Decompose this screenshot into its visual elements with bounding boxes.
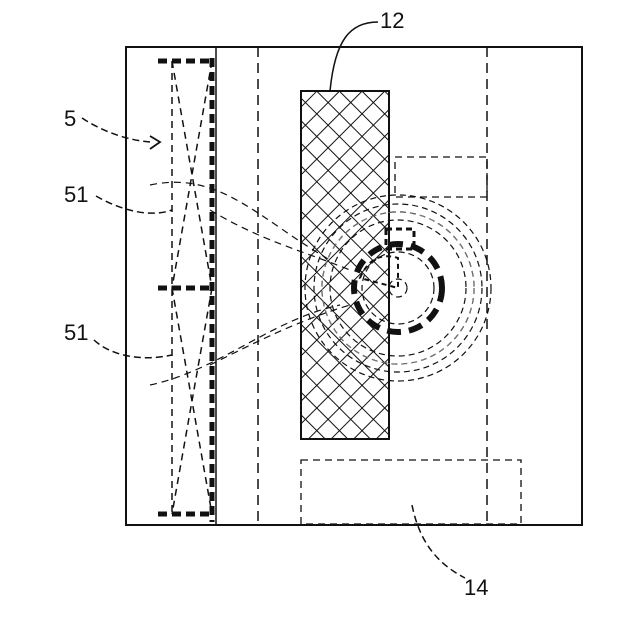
label-51-bottom: 51 <box>64 320 88 345</box>
label-12: 12 <box>380 8 404 33</box>
label-51-top: 51 <box>64 182 88 207</box>
arrow-head-5 <box>150 136 160 149</box>
label-14: 14 <box>464 575 488 600</box>
label-5: 5 <box>64 106 76 131</box>
leader-lines <box>82 22 465 578</box>
filter-member-5 <box>158 58 212 522</box>
heat-exchanger-12 <box>301 91 389 439</box>
